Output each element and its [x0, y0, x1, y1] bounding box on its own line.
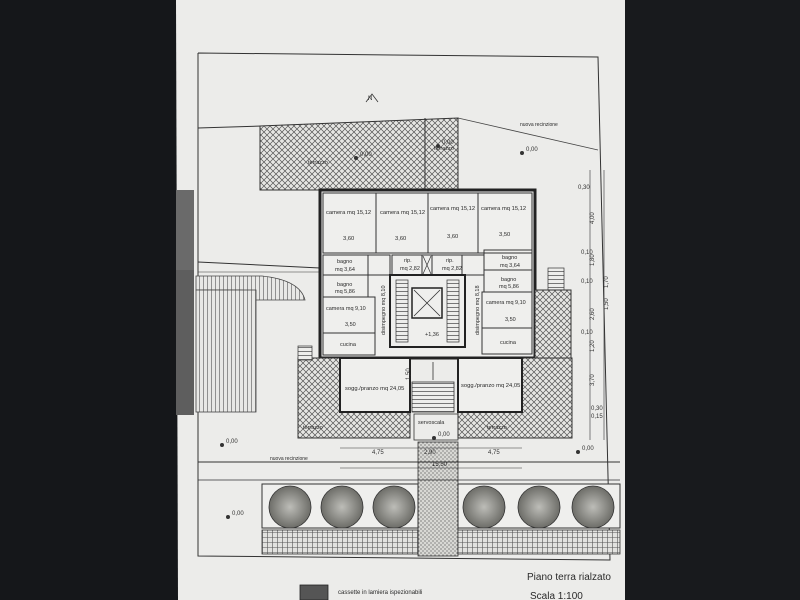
dim-right: 0,10 — [581, 279, 593, 285]
dim-bottom: 1,50 — [406, 368, 412, 380]
level-label: 0,00 — [526, 147, 538, 153]
terrace-top-label: terrazzo — [308, 160, 328, 166]
room-1-label: camera mq 15,12 — [326, 210, 371, 216]
dim-right: 1,70 — [604, 276, 610, 288]
dim-right: 0,30 — [591, 406, 603, 412]
level-label: 0,00 — [438, 432, 450, 438]
terrace-bottom-right-label: terrazzo — [487, 425, 507, 431]
camera-small-right-dim: 3,50 — [505, 317, 516, 323]
level-markers: 0,00 0,00 0,00 0,00 0,00 0,00 0,00 — [220, 140, 594, 519]
dim-right: 0,15 — [591, 414, 603, 420]
level-label: 0,00 — [582, 446, 594, 452]
dim-right: 3,70 — [590, 374, 596, 386]
living-left — [339, 357, 411, 413]
shrub — [320, 485, 364, 529]
shrubs — [268, 485, 615, 529]
dim-bottom: 2,90 — [424, 450, 436, 456]
rip-left-area: mq 2,82 — [400, 266, 420, 272]
dim-right: 0,10 — [581, 330, 593, 336]
stair-level: +1,36 — [425, 332, 439, 338]
rip-right-label: rip. — [446, 258, 454, 264]
dim-right: 1,20 — [590, 340, 596, 352]
shrub — [517, 485, 561, 529]
terrace-top — [259, 117, 459, 195]
dim-bottom: 4,75 — [488, 450, 500, 456]
neighbour-building — [176, 190, 194, 270]
front-wall-right — [457, 529, 621, 555]
camera-small-left-label: camera mq 9,10 — [326, 306, 366, 312]
cucina-right: cucina — [500, 340, 517, 346]
camera-small-left-dim: 3,50 — [345, 322, 356, 328]
room-3-label: camera mq 15,12 — [430, 206, 475, 212]
bath-left-label: bagno — [337, 259, 352, 265]
dim-right: 0,10 — [581, 250, 593, 256]
living-right — [457, 357, 523, 413]
level-label: 0,00 — [226, 439, 238, 445]
rip-right-area: mq 2,82 — [442, 266, 462, 272]
rip-left-label: rip. — [404, 258, 412, 264]
bath2-right-area: mq 5,86 — [499, 284, 519, 290]
bath-right-label: bagno — [502, 255, 517, 261]
dim-bottom: 4,75 — [372, 450, 384, 456]
bath2-left-area: mq 5,86 — [335, 289, 355, 295]
room-4-dim: 3,50 — [499, 232, 510, 238]
bottom-dimensions: 4,75 2,90 4,75 15,50 1,50 — [340, 368, 522, 469]
room-4-label: camera mq 15,12 — [481, 206, 526, 212]
room-2-dim: 3,60 — [395, 236, 406, 242]
ramp-left — [195, 289, 257, 413]
dim-right: 4,00 — [590, 212, 596, 224]
bedroom-row: camera mq 15,12 3,60 camera mq 15,12 3,6… — [322, 192, 533, 254]
recinzione-top: nuova recinzione — [520, 122, 558, 128]
soggiorno-left: sogg./pranzo mq 24,05 — [345, 386, 404, 392]
dim-bottom: 15,50 — [432, 462, 448, 468]
entry-path — [417, 441, 459, 557]
svg-text:N: N — [368, 96, 372, 102]
soggiorno-right: sogg./pranzo mq 24,05 — [461, 383, 520, 389]
dim-right: 2,60 — [590, 308, 596, 320]
dim-right: 1,80 — [590, 254, 596, 266]
shrub — [372, 485, 416, 529]
level-label: 0,00 — [442, 140, 454, 146]
bath2-left-label: bagno — [337, 282, 352, 288]
shrub — [268, 485, 312, 529]
legend-swatch — [299, 584, 329, 600]
terrace-top-right-label: terrazzo — [434, 146, 454, 152]
recinzione-front: nuova recinzione — [270, 456, 308, 462]
disimpegno-right: disimpegno mq 8,18 — [475, 285, 481, 335]
entry-stair — [411, 381, 455, 413]
level-label: 0,00 — [360, 152, 372, 158]
right-wing: bagno mq 5,86 camera mq 9,10 3,50 cucina… — [475, 269, 533, 355]
drawing-scale: Scala 1:100 — [530, 591, 583, 600]
dim-right: 0,30 — [578, 185, 590, 191]
disimpegno-left: disimpegno mq 8,10 — [381, 285, 387, 335]
level-label: 0,00 — [232, 511, 244, 517]
servoscala-label: servoscala — [418, 420, 445, 426]
terrace-bottom-left-label: terrazzo — [303, 425, 323, 431]
right-dimensions: 0,30 4,00 0,10 1,80 0,10 1,70 1,50 2,60 … — [578, 170, 610, 440]
camera-small-right-label: camera mq 9,10 — [486, 300, 526, 306]
stair-core: +1,36 — [389, 274, 466, 348]
room-3-dim: 3,60 — [447, 234, 458, 240]
side-terrace-right — [534, 289, 572, 359]
legend-text: cassette in lamiera ispezionabili — [338, 590, 422, 596]
side-stair-left — [297, 345, 313, 361]
shrub — [462, 485, 506, 529]
side-stair-right — [547, 267, 565, 291]
cucina-left: cucina — [340, 342, 357, 348]
room-1-dim: 3,60 — [343, 236, 354, 242]
room-2-label: camera mq 15,12 — [380, 210, 425, 216]
shrub — [571, 485, 615, 529]
front-wall-left — [261, 529, 419, 555]
drawing-title: Piano terra rialzato — [527, 572, 611, 583]
left-wing: bagno mq 5,86 camera mq 9,10 3,50 cucina… — [322, 274, 387, 356]
service-band: bagno mq 3,64 rip. mq 2,82 rip. mq 2,82 … — [322, 249, 533, 276]
north-arrow: N — [365, 93, 379, 103]
bath-right-area: mq 3,64 — [500, 263, 520, 269]
dim-right: 1,50 — [604, 298, 610, 310]
servoscala — [413, 413, 459, 441]
bath-left-area: mq 3,64 — [335, 267, 355, 273]
bath2-right-label: bagno — [501, 277, 516, 283]
